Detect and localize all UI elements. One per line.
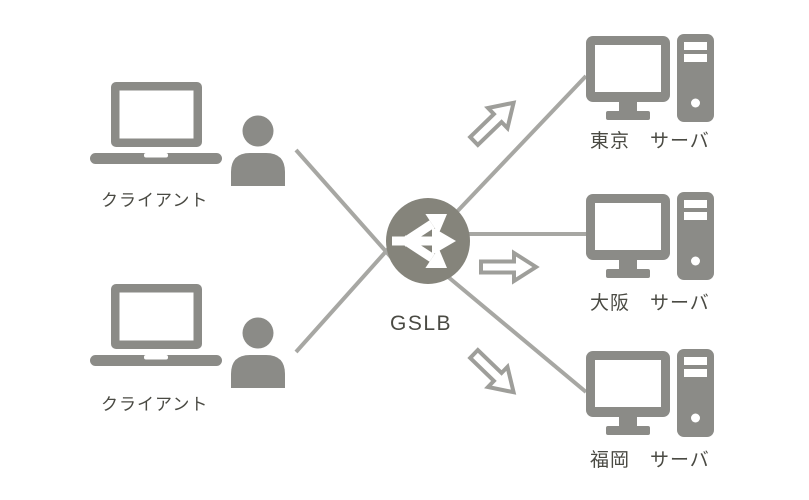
arrow-right-icon	[479, 249, 540, 285]
server-fukuoka-icon	[586, 349, 714, 437]
server-tokyo-label: 東京 サーバ	[590, 131, 710, 152]
server-tokyo-icon	[586, 34, 714, 122]
connector-gslb-fukuoka	[445, 274, 588, 394]
client-1-label: クライアント	[101, 191, 209, 210]
server-fukuoka-label: 福岡 サーバ	[590, 450, 710, 471]
client-2-laptop-icon	[90, 282, 222, 368]
arrow-up-right-icon	[467, 100, 517, 148]
server-osaka-icon	[586, 192, 714, 280]
connector-gslb-tokyo	[448, 74, 588, 221]
connector-client2-gslb	[294, 236, 400, 354]
client-2-user-icon	[230, 316, 286, 388]
gslb-label: GSLB	[390, 312, 453, 335]
client-1-laptop-icon	[90, 80, 222, 166]
client-1-user-icon	[230, 114, 286, 186]
server-osaka-label: 大阪 サーバ	[590, 293, 710, 314]
gslb-load-balancer-icon	[386, 198, 470, 284]
arrow-down-right-icon	[467, 347, 517, 395]
connector-client1-gslb	[294, 148, 400, 267]
client-2-label: クライアント	[101, 395, 209, 414]
